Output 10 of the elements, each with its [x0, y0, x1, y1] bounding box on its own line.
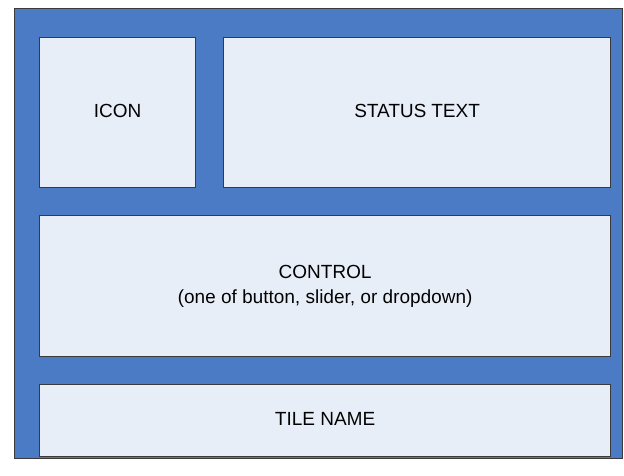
- area-label: TILE NAME: [274, 408, 376, 432]
- area-label: CONTROL: [278, 261, 372, 286]
- area-label: ICON: [94, 100, 142, 124]
- tile-name-area: [39, 384, 611, 457]
- area-description: (one of button, slider, or dropdown): [178, 286, 472, 310]
- area-label: STATUS TEXT: [354, 100, 480, 124]
- icon-area: [39, 37, 196, 188]
- status-text-area: [223, 37, 611, 188]
- control-area: [39, 215, 611, 357]
- tile-frame: [14, 8, 623, 459]
